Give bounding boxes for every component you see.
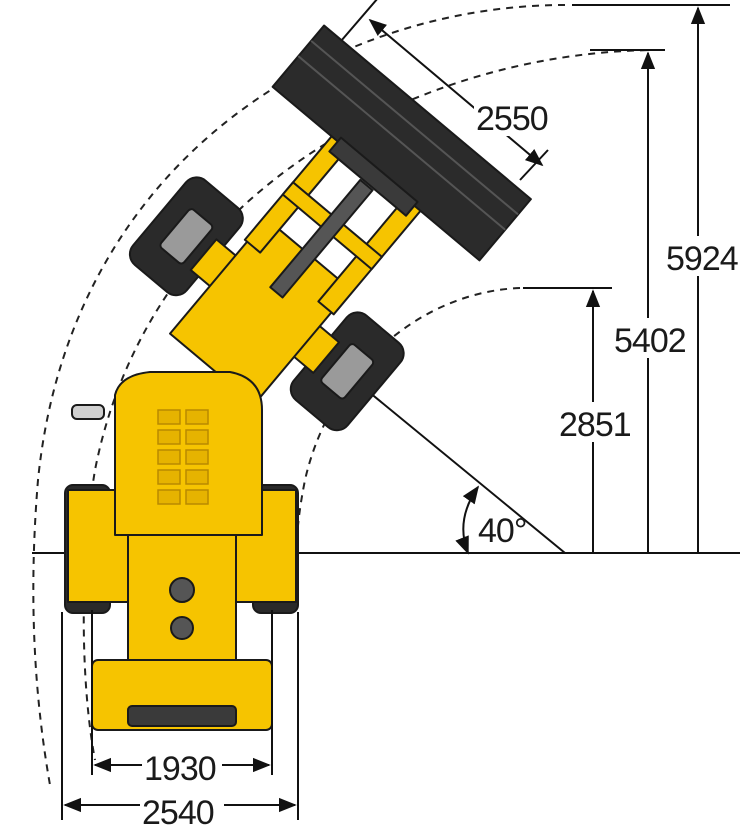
- roof-vent-grid: [157, 409, 209, 505]
- bucket-width-ext-right: [519, 149, 549, 181]
- front-left-rim: [159, 208, 214, 265]
- angle-arc: [455, 485, 480, 555]
- bucket-width-arrow: [368, 18, 544, 167]
- track-width-label-bg: [142, 746, 222, 784]
- bucket-mount: [328, 136, 419, 217]
- air-intake-icon: [170, 616, 194, 640]
- track-width-label: 1930: [144, 750, 216, 788]
- overall-width-label-bg: [140, 788, 224, 828]
- rear-frame-group: [64, 371, 299, 731]
- middle-radius-label: 5402: [614, 322, 686, 360]
- rear-bumper: [127, 705, 237, 727]
- bucket-edge-line-2: [297, 55, 506, 231]
- bucket-edge-line: [310, 40, 519, 216]
- hydraulic-cylinder: [269, 178, 374, 299]
- inner-radius-label-bg: [557, 402, 637, 442]
- front-right-rim: [320, 343, 375, 400]
- overall-width-label: 2540: [142, 794, 214, 832]
- outer-radius-label-bg: [664, 236, 744, 276]
- middle-turning-arc: [82, 49, 661, 761]
- inner-radius-label: 2851: [559, 406, 631, 444]
- bucket-width-label: 2550: [476, 100, 548, 138]
- side-mirror: [71, 404, 105, 420]
- front-frame-group: [128, 24, 532, 432]
- fuel-cap-icon: [169, 577, 195, 603]
- outer-radius-label: 5924: [666, 240, 738, 278]
- middle-radius-label-bg: [612, 318, 692, 358]
- bucket-width-label-bg: [474, 94, 560, 136]
- angle-label: 40°: [478, 512, 526, 550]
